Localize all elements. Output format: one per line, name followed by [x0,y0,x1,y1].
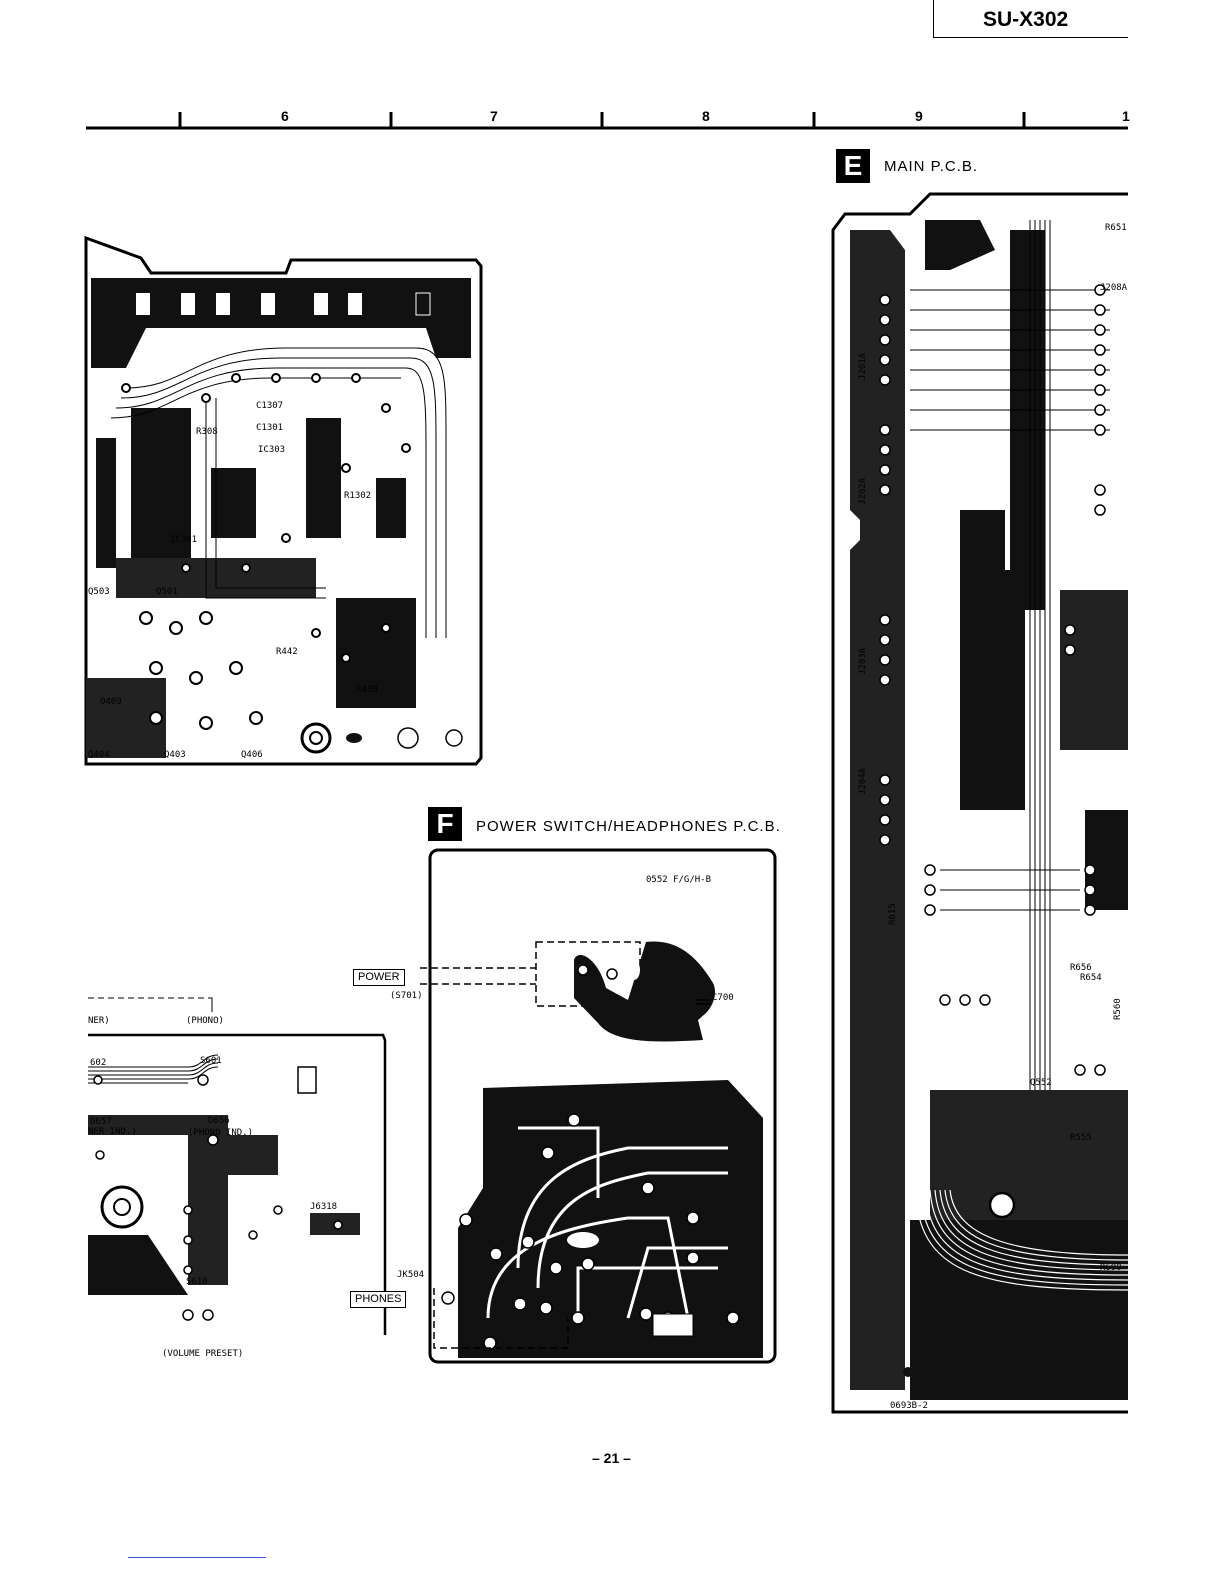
label-s610: S610 [186,1277,208,1287]
section-e-title: MAIN P.C.B. [884,158,979,175]
label-j203a: J203A [858,647,868,675]
label-phono: (PHONO) [186,1016,224,1026]
label-tuner-ind: NER IND.) [88,1127,137,1137]
power-ref: (S701) [390,991,423,1001]
label-j201a: J201A [858,352,868,380]
grid-number-6: 6 [281,108,289,124]
label-d657: D657 [90,1117,112,1127]
main-pcb: R651 J201A J202A J203A J204A J208A R654 … [831,192,1129,1414]
section-f-letter: F [428,807,462,841]
label-r651: R651 [1105,223,1127,233]
grid-number-10: 1 [1122,108,1130,124]
label-r656: R656 [1070,963,1092,973]
label-c1307: C1307 [256,401,283,411]
label-r1302: R1302 [344,491,371,501]
label-j208a: J208A [1100,283,1128,293]
board-code-e: 0693B-2 [890,1401,928,1411]
grid-ruler [86,112,1128,130]
grid-number-9: 9 [915,108,923,124]
label-q552: Q552 [1030,1078,1052,1088]
left-bottom-pcb: NER) (PHONO) 602 S601 D657 NER IND.) D65… [88,997,387,1335]
power-label: POWER [353,969,405,986]
label-r439: R439 [356,685,378,695]
grid-number-7: 7 [490,108,498,124]
label-r690: R690 [1100,1263,1122,1273]
label-s602: 602 [90,1058,106,1068]
label-volume-preset: (VOLUME PRESET) [162,1349,244,1359]
label-j6318: J6318 [310,1202,337,1212]
label-r442: R442 [276,647,298,657]
label-q404: Q404 [88,750,110,760]
label-r560: R560 [1113,998,1123,1020]
model-box [933,0,1128,38]
capacitor-c700: C700 [712,993,734,1003]
label-j202a: J202A [858,477,868,505]
label-j204a: J204A [858,767,868,795]
label-ic303: IC303 [258,445,285,455]
left-top-pcb: Q503 Q501 Q409 Q404 Q403 Q406 IC301 IC30… [84,235,483,766]
label-s601: S601 [200,1056,222,1066]
section-e-letter: E [836,149,870,183]
label-q403: Q403 [164,750,186,760]
page-number: – 21 – [592,1450,631,1466]
board-code-f: 0552 F/G/H-B [646,875,711,885]
power-switch-headphones-pcb: 0552 F/G/H-B C700 [420,848,777,1364]
section-f-title: POWER SWITCH/HEADPHONES P.C.B. [476,818,781,835]
label-q503: Q503 [88,587,110,597]
label-ic301: IC301 [170,535,197,545]
jack-ref: JK504 [397,1270,425,1280]
grid-number-8: 8 [702,108,710,124]
footer-rule [128,1557,266,1558]
label-r308: R308 [196,427,218,437]
phones-label: PHONES [350,1291,407,1308]
label-q406: Q406 [241,750,263,760]
label-r615: R615 [888,903,898,925]
label-r654: R654 [1080,973,1102,983]
label-q501: Q501 [156,587,178,597]
label-q409: Q409 [100,697,122,707]
label-tuner: NER) [88,1016,110,1026]
label-phono-ind: (PHONO IND.) [188,1128,253,1138]
model-number: SU-X302 [983,8,1069,31]
label-d656: D656 [208,1116,230,1126]
label-c1301: C1301 [256,423,283,433]
label-r555: R555 [1070,1133,1092,1143]
